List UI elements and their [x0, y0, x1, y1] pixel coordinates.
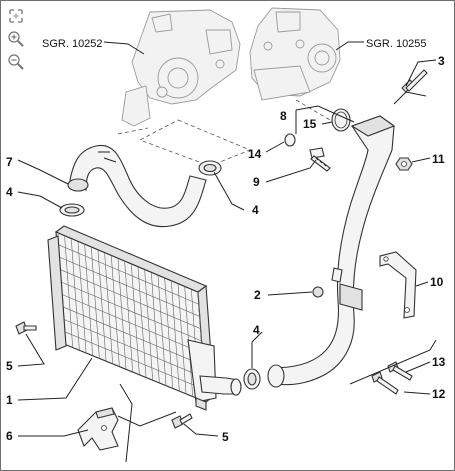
callout-1: 1: [6, 393, 13, 407]
intercooler-fin: [124, 261, 133, 372]
intercooler-fin: [63, 318, 205, 378]
intercooler-fin: [91, 247, 100, 358]
intake-manifold-assembly: [249, 7, 341, 101]
view-toolbar: [6, 6, 32, 75]
bolt-5-left: [15, 321, 37, 335]
ref-turbo: SGR. 10252: [42, 38, 103, 50]
bolt-3: [401, 69, 428, 93]
callout-2: 2: [254, 288, 261, 302]
zoom-in-icon[interactable]: [6, 29, 26, 49]
o-ring: [331, 108, 351, 132]
intercooler-fin: [63, 331, 206, 391]
bolt-5-bottom: [171, 413, 193, 429]
intercooler-fin: [97, 250, 107, 361]
outlet-clamp-lower: [243, 368, 261, 390]
intercooler-fin: [137, 267, 147, 378]
callout-12: 12: [432, 387, 446, 401]
intercooler-fin: [151, 272, 160, 383]
intercooler-fin: [58, 256, 200, 317]
intercooler-fin: [59, 269, 201, 329]
intercooler-fin: [77, 242, 87, 353]
leader-lines: [17, 41, 437, 463]
turbo-intercooler-hose: [67, 144, 207, 228]
intercooler-fin: [61, 293, 203, 354]
intercooler: [47, 225, 242, 411]
bracket-6: [77, 407, 119, 451]
intercooler-fin: [144, 269, 153, 380]
callout-13: 13: [432, 355, 446, 369]
intercooler-fin: [164, 278, 173, 389]
callout-4-lower: 4: [253, 323, 260, 337]
intake-pipe: [267, 115, 396, 388]
bolt-12: [371, 371, 399, 395]
callout-6: 6: [6, 429, 13, 443]
callout-11: 11: [432, 152, 445, 166]
intercooler-fin: [104, 253, 113, 364]
intercooler-fin: [60, 281, 202, 342]
intercooler-fin: [131, 264, 140, 375]
callout-10: 10: [430, 275, 444, 289]
callout-3: 3: [438, 54, 445, 68]
stud-9: [309, 147, 331, 172]
cap-14: [284, 133, 296, 147]
bracket-10: [379, 251, 417, 319]
intercooler-fin: [177, 283, 187, 394]
intercooler-fin: [62, 306, 204, 366]
zoom-out-icon[interactable]: [6, 52, 26, 72]
callout-4-left: 4: [6, 185, 13, 199]
intercooler-fin: [57, 244, 200, 305]
callout-5-left: 5: [6, 359, 13, 373]
callout-15: 15: [303, 117, 317, 131]
callout-8: 8: [280, 109, 287, 123]
callout-7: 7: [6, 155, 13, 169]
hose-clamp-left: [59, 203, 85, 217]
intercooler-fin: [71, 239, 80, 350]
callout-14: 14: [248, 147, 262, 161]
intercooler-fin: [64, 236, 73, 347]
fit-page-icon[interactable]: [6, 6, 26, 26]
intercooler-fin: [157, 275, 167, 386]
callout-4-upper: 4: [252, 203, 259, 217]
callout-9: 9: [253, 175, 260, 189]
grommet-2: [312, 286, 324, 298]
intercooler-fin: [84, 245, 93, 356]
nut-11: [395, 157, 413, 171]
hose-clamp-upper: [198, 160, 222, 176]
turbocharger-assembly: [121, 9, 241, 127]
callout-5-bottom: 5: [222, 430, 229, 444]
intercooler-fin: [171, 280, 180, 391]
intercooler-fin: [117, 258, 127, 369]
ref-manifold: SGR. 10255: [366, 38, 427, 50]
intercooler-fin: [111, 256, 120, 367]
